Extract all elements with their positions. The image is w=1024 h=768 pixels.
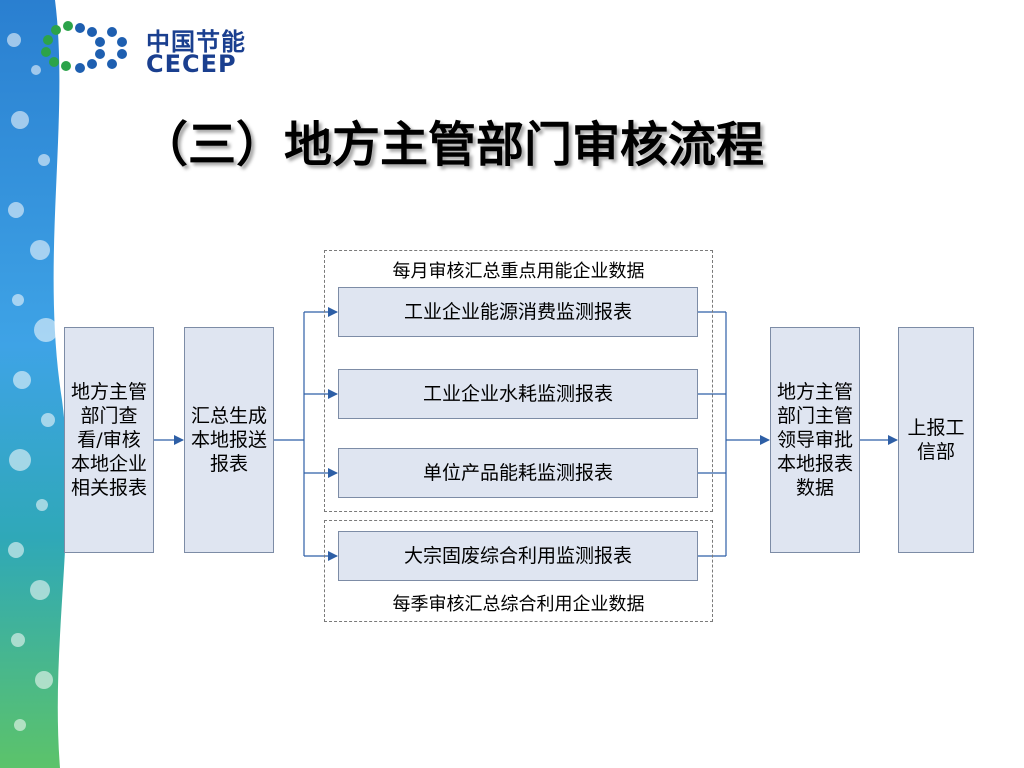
monthly-report-group [324,250,713,512]
step-submit-miit: 上报工信部 [898,327,974,553]
report-energy-consumption: 工业企业能源消费监测报表 [338,287,698,337]
monthly-group-label: 每月审核汇总重点用能企业数据 [392,261,645,282]
logo-english-text: CECEP [146,50,237,78]
logo-ring-icon [41,21,127,73]
logo-chinese-text: 中国节能 [146,28,246,56]
step-leader-approval: 地方主管部门主管领导审批本地报表数据 [770,327,860,553]
report-solid-waste-utilization: 大宗固废综合利用监测报表 [338,531,698,581]
step-compile-local-reports: 汇总生成本地报送报表 [184,327,274,553]
quarterly-report-group [324,520,713,622]
company-logo: 中国节能 CECEP [36,18,266,78]
quarterly-group-label: 每季审核汇总综合利用企业数据 [392,594,645,615]
slide-title: （三）地方主管部门审核流程 [140,117,765,173]
decorative-side-band [0,0,68,768]
step-review-enterprise-reports: 地方主管部门查看/审核本地企业相关报表 [64,327,154,553]
report-water-consumption: 工业企业水耗监测报表 [338,369,698,419]
report-unit-product-energy: 单位产品能耗监测报表 [338,448,698,498]
